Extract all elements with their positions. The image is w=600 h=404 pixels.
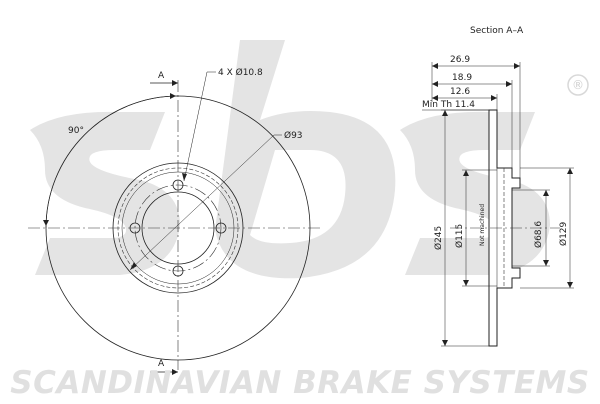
section-marker-bottom: A bbox=[158, 359, 165, 369]
dim-machined: Ø115 bbox=[454, 224, 465, 248]
section-title: Section A–A bbox=[470, 26, 524, 36]
dim-min-th: Min Th 11.4 bbox=[422, 100, 475, 110]
brand-footer: SCANDINAVIAN BRAKE SYSTEMS bbox=[10, 365, 589, 400]
angle-label: 90° bbox=[68, 126, 84, 136]
not-machined-note: Not machined bbox=[479, 204, 486, 246]
svg-text:®: ® bbox=[572, 78, 584, 92]
dim-outer: Ø245 bbox=[433, 226, 444, 250]
holes-label: 4 X Ø10.8 bbox=[218, 67, 263, 78]
holes-leader bbox=[183, 71, 208, 182]
dim-overall-height: 26.9 bbox=[450, 55, 470, 65]
pcd-label: Ø93 bbox=[284, 130, 303, 141]
registered-mark: ® bbox=[567, 74, 589, 96]
section-view: Section A–A 26.9 18.9 12.6 Min Th 11.4 bbox=[422, 26, 574, 347]
pcd-leader bbox=[129, 134, 275, 271]
dim-center-bore: Ø68.6 bbox=[533, 221, 544, 248]
front-view: A A 90° 4 X Ø10.8 Ø93 bbox=[28, 67, 322, 375]
dim-hat-depth: 18.9 bbox=[452, 73, 472, 83]
angle-arc bbox=[45, 95, 179, 229]
dim-thickness: 12.6 bbox=[450, 87, 470, 97]
dim-hat: Ø129 bbox=[558, 221, 569, 246]
section-marker-top: A bbox=[158, 71, 165, 81]
